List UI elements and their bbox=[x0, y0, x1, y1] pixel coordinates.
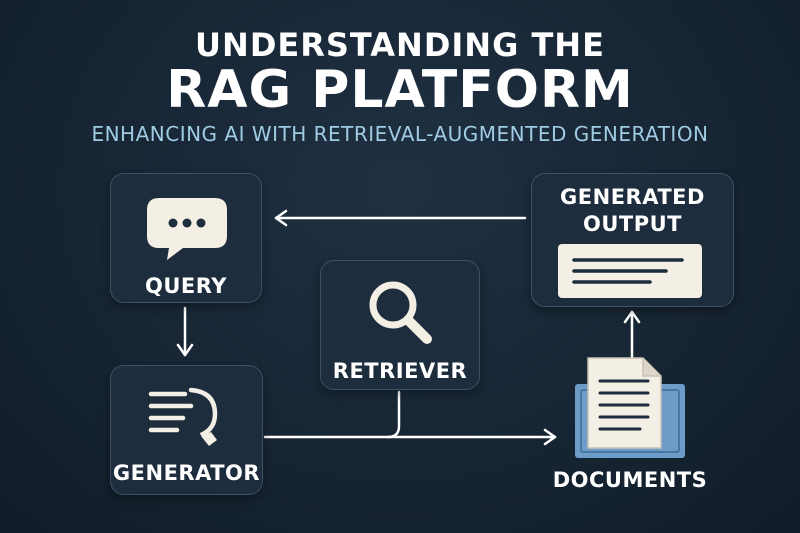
arrowhead-documents bbox=[543, 428, 557, 446]
retriever-label: RETRIEVER bbox=[332, 359, 468, 383]
retriever-node: RETRIEVER bbox=[320, 260, 480, 390]
query-node: QUERY bbox=[110, 173, 262, 303]
arrowhead-output bbox=[623, 310, 641, 324]
documents-label: DOCUMENTS bbox=[552, 468, 708, 492]
generated-output-label-line-2: OUTPUT bbox=[583, 212, 682, 236]
magnifier-icon bbox=[369, 281, 432, 344]
generator-icon bbox=[148, 387, 218, 446]
title-line-1: UNDERSTANDING THE bbox=[195, 26, 605, 64]
connector-retriever-junction bbox=[386, 390, 401, 439]
generated-output-label: GENERATED OUTPUT bbox=[532, 184, 733, 238]
generated-output-node: GENERATED OUTPUT bbox=[531, 173, 734, 307]
generator-label: GENERATOR bbox=[112, 461, 261, 485]
title-line-2: RAG PLATFORM bbox=[166, 60, 634, 120]
text-block-icon bbox=[558, 244, 702, 298]
arrowhead-generator bbox=[176, 343, 194, 357]
generated-output-label-line-1: GENERATED bbox=[560, 185, 705, 209]
chat-bubble-icon bbox=[147, 198, 227, 260]
query-label: QUERY bbox=[145, 274, 227, 298]
generator-node: GENERATOR bbox=[110, 365, 263, 495]
arrowhead-query bbox=[274, 209, 288, 227]
subtitle: ENHANCING AI WITH RETRIEVAL-AUGMENTED GE… bbox=[91, 122, 709, 146]
